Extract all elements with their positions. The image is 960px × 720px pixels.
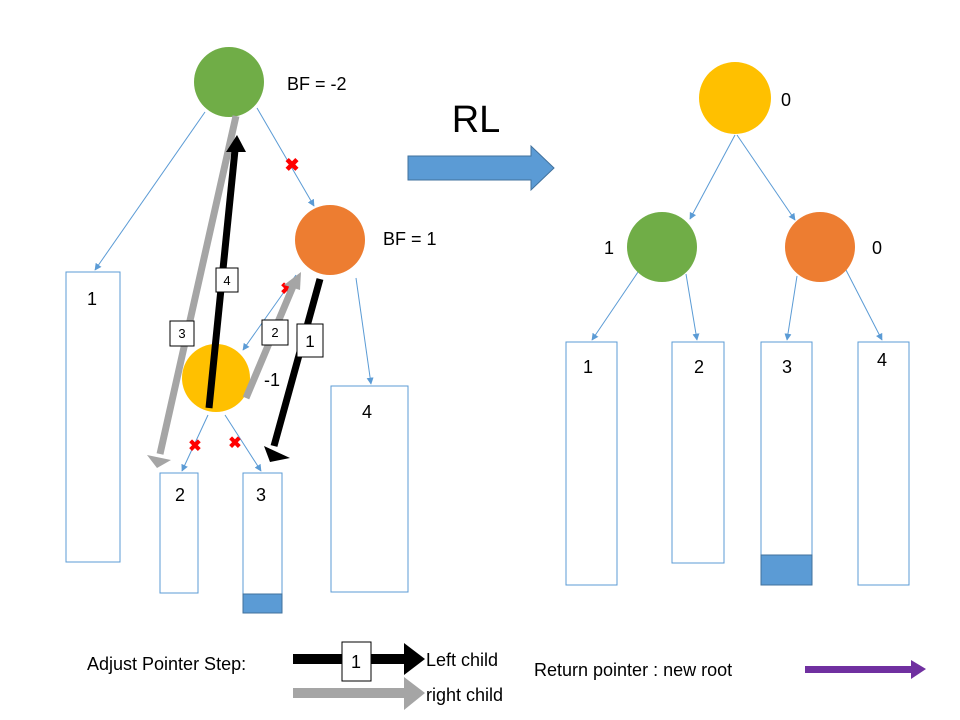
after-left-bf: 1 [604,238,614,258]
after-subtree-3-box [760,341,813,586]
before-subtree-2-box [159,472,199,594]
edge-right-child-to-grandchild [242,274,297,351]
after-subtree-4-label: 4 [877,350,887,370]
rotation-label: RL [452,99,501,141]
after-right-node [785,212,855,282]
before-root-bf: BF = -2 [287,74,347,94]
before-subtree-3-box [242,472,283,614]
step-1-label-box [296,323,324,358]
legend-adjust-label: Adjust Pointer Step: [87,654,246,674]
step-1-black-arrow [264,278,324,462]
before-subtree-3-label: 3 [256,485,266,505]
before-subtree-4-box [330,385,409,593]
before-subtree-3-height-block [242,593,283,614]
after-root-bf: 0 [781,90,791,110]
broken-pointer-x-icon: ✖ [284,155,299,175]
edge-left-to-subtree1 [591,271,639,341]
step-2-label: 2 [271,325,278,340]
step-1-label: 1 [305,332,314,351]
before-subtree-2-label: 2 [175,485,185,505]
after-subtree-3-label: 3 [782,357,792,377]
edge-right-to-subtree3 [784,275,798,341]
before-subtree-4-label: 4 [362,402,372,422]
rotation-arrow-icon [407,144,555,192]
step-3-gray-arrow [147,115,240,468]
edge-right-child-to-subtree4 [355,277,374,385]
before-right-child-node [295,205,365,275]
before-grandchild-bf: -1 [264,370,280,390]
legend-return-label: Return pointer : new root [534,660,732,680]
after-subtree-3-height-block [760,554,813,586]
before-subtree-1-label: 1 [87,289,97,309]
legend-left-child-label: Left child [426,650,498,670]
step-3-label: 3 [178,326,185,341]
after-right-bf: 0 [872,238,882,258]
step-4-label: 4 [223,273,230,288]
broken-pointer-x-icon: ✖ [188,438,201,455]
legend-step-example: 1 [351,652,361,672]
after-subtree-1-label: 1 [583,357,593,377]
legend-step-box [341,641,372,682]
edge-grandchild-to-subtree3 [224,414,262,472]
step-2-label-box [261,319,289,346]
broken-pointer-x-icon: ✖ [228,435,241,452]
edge-new-root-to-left [689,134,736,220]
edge-right-to-subtree4 [845,269,883,341]
after-left-node [627,212,697,282]
edge-root-to-subtree1 [94,111,206,271]
after-subtree-1-box [565,341,618,586]
edge-new-root-to-right [736,134,796,221]
edge-left-to-subtree2 [685,273,700,341]
after-subtree-2-box [671,341,725,564]
edge-root-to-right-child [256,107,315,207]
step-4-label-box [215,267,239,293]
legend-right-child-label: right child [426,685,503,705]
after-subtree-2-label: 2 [694,357,704,377]
legend-return-purple-arrow [805,660,926,679]
before-subtree-1-box [65,271,121,563]
edge-grandchild-to-subtree2 [181,414,209,472]
before-grandchild-node [182,344,250,412]
after-subtree-4-box [857,341,910,586]
step-3-label-box [169,320,195,347]
legend-right-child-gray-arrow [293,677,425,710]
before-right-child-bf: BF = 1 [383,229,437,249]
before-root-node [194,47,264,117]
after-root-node [699,62,771,134]
